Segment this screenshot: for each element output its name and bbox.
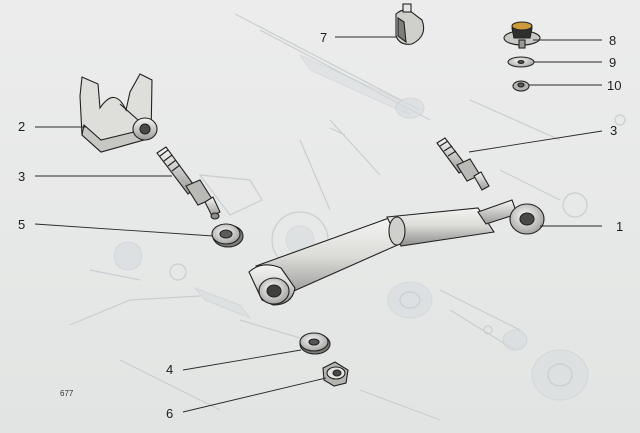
callout-9: 9 bbox=[609, 55, 616, 70]
callout-1: 1 bbox=[616, 219, 623, 234]
shock-absorber-part bbox=[248, 199, 545, 306]
callout-5: 5 bbox=[18, 217, 25, 232]
figure-number: 677 bbox=[60, 389, 74, 398]
callout-8: 8 bbox=[609, 33, 616, 48]
callout-6: 6 bbox=[166, 406, 173, 421]
callout-2: 2 bbox=[18, 119, 25, 134]
washer-4-part bbox=[299, 332, 331, 355]
bolt-right-part bbox=[436, 137, 490, 191]
bushing-ring-part bbox=[211, 223, 244, 248]
washer-part bbox=[507, 56, 535, 68]
leader-lines bbox=[34, 36, 603, 413]
callout-3-left: 3 bbox=[18, 169, 25, 184]
callout-10: 10 bbox=[607, 78, 621, 93]
bracket-part bbox=[79, 73, 158, 153]
callout-7: 7 bbox=[320, 30, 327, 45]
bump-stop-part bbox=[395, 3, 425, 45]
bolt-left-part bbox=[156, 146, 221, 220]
background-ghost-layer bbox=[69, 13, 626, 421]
mount-part bbox=[503, 21, 541, 49]
callout-3-right: 3 bbox=[610, 123, 617, 138]
callout-4: 4 bbox=[166, 362, 173, 377]
nut-6-part bbox=[322, 361, 349, 387]
callout-labels: 1 2 3 3 4 5 6 7 8 9 10 677 bbox=[18, 30, 623, 421]
nut-part bbox=[512, 80, 530, 92]
